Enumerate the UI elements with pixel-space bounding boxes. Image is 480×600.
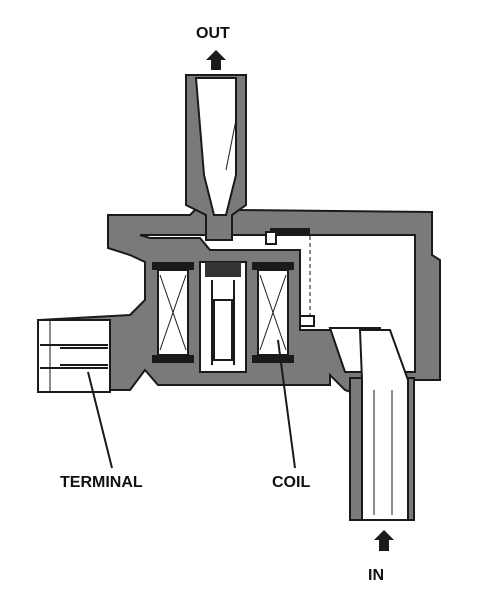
plunger bbox=[199, 261, 247, 373]
terminal-label: TERMINAL bbox=[60, 474, 143, 491]
diaphragm-linkage bbox=[265, 228, 315, 327]
left-coil bbox=[152, 262, 194, 363]
terminal-leader-line bbox=[87, 371, 113, 469]
in-arrow bbox=[374, 530, 394, 551]
terminal-connector bbox=[37, 319, 111, 393]
in-label: IN bbox=[368, 567, 384, 584]
coil-leader-line bbox=[277, 339, 296, 469]
out-label: OUT bbox=[196, 25, 230, 42]
right-coil bbox=[252, 262, 294, 363]
out-arrow bbox=[206, 50, 226, 70]
inlet-pipe bbox=[349, 329, 415, 521]
coil-label: COIL bbox=[272, 474, 310, 491]
outlet-pipe bbox=[185, 74, 247, 241]
